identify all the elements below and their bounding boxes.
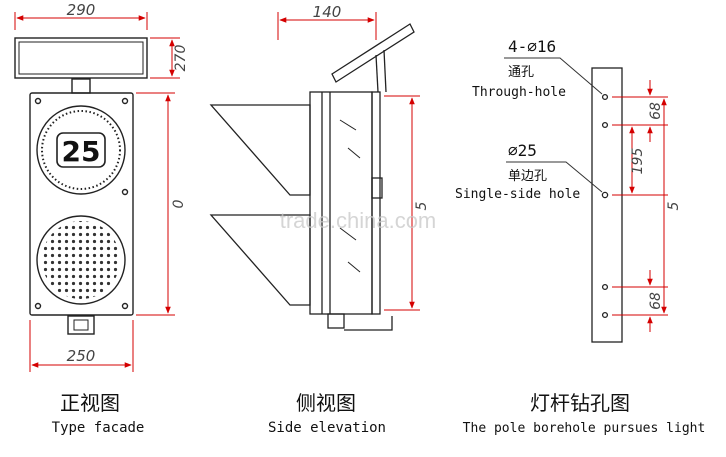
- through-hole-en: Through-hole: [472, 85, 566, 100]
- pole-view: [591, 67, 623, 343]
- side-top-panel: [331, 23, 415, 83]
- front-caption-en: Type facade: [52, 420, 145, 436]
- dim-pole-total: 5: [666, 201, 682, 210]
- single-hole-spec: ∅25: [508, 141, 537, 160]
- front-caption-cn: 正视图: [60, 391, 120, 415]
- dim-side-width: 140: [313, 3, 342, 21]
- signal-body: [29, 92, 134, 316]
- side-caption-en: Side elevation: [268, 420, 386, 436]
- side-dimensions: [277, 12, 420, 311]
- pole-caption-en: The pole borehole pursues light: [463, 421, 706, 436]
- side-caption-cn: 侧视图: [296, 391, 356, 415]
- dim-pole-68-bottom: 68: [648, 292, 664, 310]
- through-hole-cn: 通孔: [508, 65, 534, 80]
- dim-pole-195: 195: [630, 148, 646, 175]
- dim-panel-height: 270: [173, 45, 189, 72]
- through-hole: [601, 93, 609, 101]
- countdown-number: 25: [62, 135, 101, 168]
- signal-lamp: [36, 215, 126, 305]
- dim-top-width: 290: [67, 1, 96, 19]
- bottom-bracket: [67, 315, 95, 335]
- upper-visor: [209, 104, 311, 196]
- side-view: [209, 23, 415, 331]
- dim-side-height: 5: [414, 201, 430, 210]
- front-view: [14, 37, 148, 335]
- single-side-hole: [601, 191, 609, 199]
- pole-dimensions: [612, 80, 668, 332]
- pole: [591, 67, 623, 343]
- pole-leaders: [504, 57, 603, 193]
- dim-pole-68-top: 68: [648, 102, 664, 120]
- top-bracket: [71, 78, 91, 94]
- top-panel: [14, 37, 148, 79]
- watermark: trade.china.com: [280, 208, 437, 233]
- dim-body-height: 0: [171, 199, 187, 208]
- single-hole-en: Single-side hole: [455, 187, 580, 202]
- single-hole-cn: 单边孔: [508, 169, 547, 184]
- pole-caption-cn: 灯杆钻孔图: [530, 391, 630, 415]
- through-hole-spec: 4-∅16: [508, 37, 556, 56]
- countdown-lamp: [36, 105, 126, 195]
- front-dimensions: [14, 12, 180, 372]
- side-body: [309, 91, 373, 315]
- dim-bottom-width: 250: [67, 347, 96, 365]
